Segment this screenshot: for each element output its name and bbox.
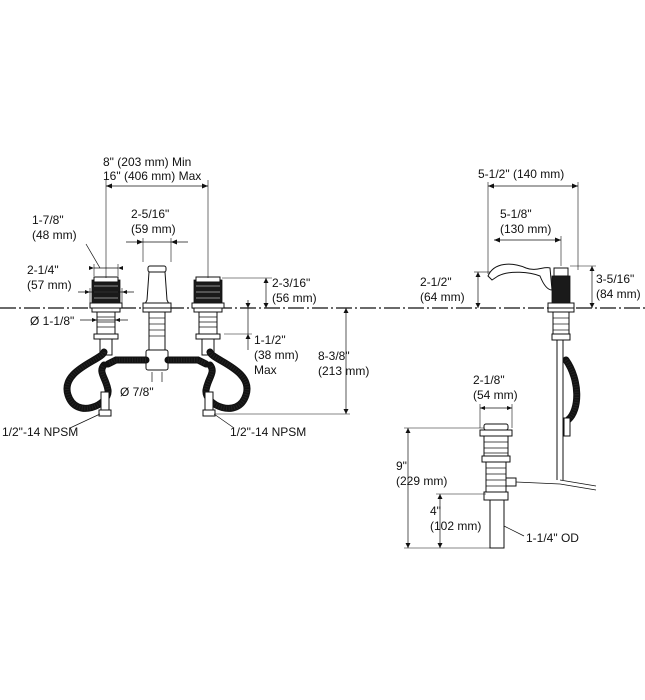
spout-shank [142, 307, 172, 371]
left-handle [89, 276, 123, 309]
spread-max-label: 16" (406 mm) Max [103, 169, 201, 183]
spread-min-label: 8" (203 mm) Min [103, 155, 191, 169]
side-spout [487, 263, 553, 291]
inner-reach-mm-label: (130 mm) [500, 222, 551, 236]
shank-max-word-label: Max [254, 363, 277, 377]
reach-label: 5-1/2" (140 mm) [478, 167, 564, 181]
tailpiece-in-label: 4" [430, 504, 441, 518]
inner-reach-in-label: 5-1/8" [500, 207, 532, 221]
total-depth-in-label: 8-3/8" [318, 349, 350, 363]
side-view-faucet [487, 263, 597, 491]
side-handle-height-in-label: 3-5/16" [596, 272, 634, 286]
tailpiece-od-label: 1-1/4" OD [526, 531, 579, 545]
spout-height-mm-label: (64 mm) [420, 290, 465, 304]
handle-dia-in-label: 1-7/8" [32, 213, 64, 227]
spout-front [142, 265, 172, 309]
shank-max-in-label: 1-1/2" [254, 333, 286, 347]
front-view-dimension-lines [69, 180, 350, 429]
hole-dia-label: Ø 1-1/8" [30, 314, 74, 328]
supply-hoses [63, 348, 251, 417]
side-view-dimension-lines [474, 182, 596, 308]
handle-dia-mm-label: (48 mm) [32, 228, 77, 242]
pop-up-drain [479, 423, 561, 549]
right-handle [191, 276, 225, 309]
side-handle-height-mm-label: (84 mm) [596, 287, 641, 301]
drain-length-in-label: 9" [396, 459, 407, 473]
npsm-left-label: 1/2"-14 NPSM [2, 425, 78, 439]
spout-height-in-label: 2-1/2" [420, 275, 452, 289]
escutcheon-mm-label: (57 mm) [27, 278, 72, 292]
drain-length-mm-label: (229 mm) [396, 474, 447, 488]
drain-dia-in-label: 2-1/8" [473, 373, 505, 387]
spout-width-in-label: 2-5/16" [131, 207, 169, 221]
right-valve-body [193, 307, 223, 356]
drain-dia-mm-label: (54 mm) [473, 388, 518, 402]
handle-height-mm-label: (56 mm) [272, 291, 317, 305]
spout-hole-dia-label: Ø 7/8" [120, 385, 154, 399]
npsm-right-label: 1/2"-14 NPSM [230, 425, 306, 439]
spout-width-mm-label: (59 mm) [131, 222, 176, 236]
total-depth-mm-label: (213 mm) [318, 364, 369, 378]
drain-dimension-lines [404, 404, 525, 549]
escutcheon-in-label: 2-1/4" [27, 263, 59, 277]
tailpiece-mm-label: (102 mm) [430, 519, 481, 533]
left-valve-body [91, 307, 121, 356]
handle-height-in-label: 2-3/16" [272, 276, 310, 290]
shank-max-mm-label: (38 mm) [254, 348, 299, 362]
front-view-faucet [63, 265, 251, 417]
side-handle [551, 275, 571, 305]
